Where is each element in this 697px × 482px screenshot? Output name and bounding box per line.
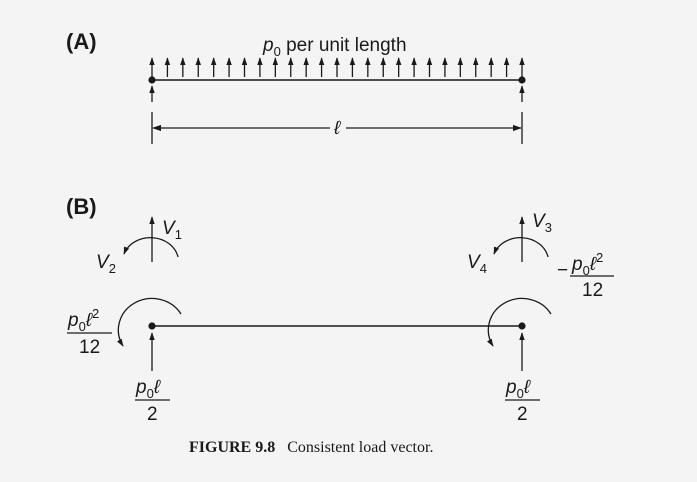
- panel-b-label: (B): [66, 194, 97, 219]
- distributed-load-label: p0 per unit length: [262, 35, 407, 59]
- shear-right-numerator: p0ℓ: [505, 377, 531, 401]
- caption-text: Consistent load vector.: [287, 439, 433, 456]
- moment-right-numerator: p0ℓ2: [571, 250, 603, 278]
- beam-a-node-right: [518, 76, 526, 84]
- v2-rotation-arrow: [123, 237, 179, 258]
- beam-b-node-right: [518, 322, 526, 330]
- moment-right-arrow: [486, 297, 552, 347]
- beam-a-node-left: [148, 76, 156, 84]
- v1-label: V1: [162, 218, 182, 242]
- v4-rotation-arrow: [493, 237, 549, 258]
- v2-label: V2: [96, 252, 116, 276]
- shear-left-denominator: 2: [147, 404, 158, 425]
- beam-b-node-left: [148, 322, 156, 330]
- moment-left-arrow: [116, 297, 182, 347]
- length-label: ℓ: [333, 118, 341, 139]
- shear-left-numerator: p0ℓ: [135, 377, 161, 401]
- moment-right-denominator: 12: [582, 280, 603, 301]
- v3-label: V3: [532, 211, 552, 235]
- moment-left-numerator: p0ℓ2: [67, 306, 99, 334]
- moment-left-denominator: 12: [79, 337, 100, 358]
- panel-a-label: (A): [66, 29, 97, 54]
- v4-label: V4: [467, 252, 487, 276]
- shear-right-denominator: 2: [517, 404, 528, 425]
- figure-caption: FIGURE 9.8 Consistent load vector.: [189, 439, 433, 456]
- caption-label: FIGURE 9.8: [189, 439, 275, 456]
- moment-right-sign: −: [557, 260, 568, 281]
- distributed-load-arrows: [149, 57, 525, 77]
